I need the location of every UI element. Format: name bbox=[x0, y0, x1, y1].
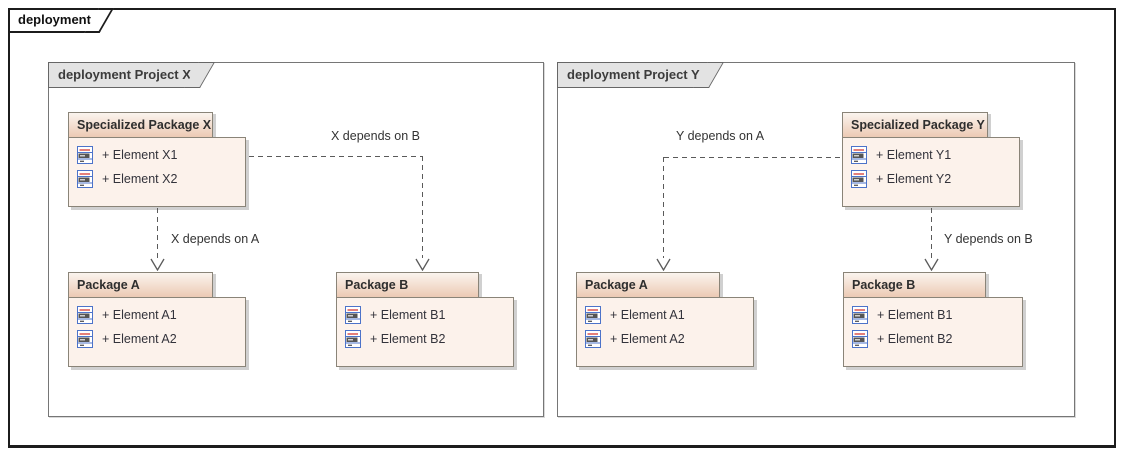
package-name: Specialized Package X bbox=[77, 118, 212, 132]
dependency-arrowhead-icon bbox=[656, 258, 671, 271]
element-row[interactable]: + Element B2 bbox=[345, 330, 513, 348]
element-row[interactable]: + Element A1 bbox=[585, 306, 753, 324]
package-body: + Element B1 + Element B2 bbox=[843, 297, 1023, 367]
package-b-x[interactable]: Package B + Element B1 + Element B2 bbox=[336, 272, 514, 367]
element-row[interactable]: + Element X2 bbox=[77, 170, 245, 188]
class-element-icon bbox=[852, 306, 868, 324]
class-element-icon bbox=[851, 146, 867, 164]
element-row[interactable]: + Element A1 bbox=[77, 306, 245, 324]
package-body: + Element A1 + Element A2 bbox=[576, 297, 754, 367]
element-label: + Element B2 bbox=[877, 332, 953, 346]
package-tab: Package A bbox=[576, 272, 720, 298]
element-row[interactable]: + Element B2 bbox=[852, 330, 1022, 348]
class-element-icon bbox=[852, 330, 868, 348]
package-name: Package B bbox=[345, 278, 409, 292]
element-row[interactable]: + Element X1 bbox=[77, 146, 245, 164]
deployment-frame: deployment bbox=[8, 8, 1116, 448]
package-specialized-package-x[interactable]: Specialized Package X + Element X1 + Ele… bbox=[68, 112, 246, 207]
dependency-arrowhead-icon bbox=[150, 258, 165, 271]
package-tab: Specialized Package X bbox=[68, 112, 213, 138]
frame-project-y-label: deployment Project Y bbox=[567, 67, 700, 82]
element-label: + Element Y2 bbox=[876, 172, 952, 186]
package-tab: Package A bbox=[68, 272, 213, 298]
package-name: Package A bbox=[585, 278, 648, 292]
connector-label: Y depends on B bbox=[944, 232, 1033, 246]
frame-project-x-tab[interactable]: deployment Project X bbox=[48, 62, 199, 88]
connector-y-depends-on-a-line-h[interactable] bbox=[664, 157, 841, 158]
connector-x-depends-on-b-line-v[interactable] bbox=[422, 156, 423, 258]
connector-label: X depends on B bbox=[331, 129, 420, 143]
package-specialized-package-y[interactable]: Specialized Package Y + Element Y1 + Ele… bbox=[842, 112, 1020, 207]
package-tab: Package B bbox=[843, 272, 986, 298]
element-row[interactable]: + Element B1 bbox=[852, 306, 1022, 324]
connector-x-depends-on-b-line-h[interactable] bbox=[249, 156, 423, 157]
package-name: Specialized Package Y bbox=[851, 118, 985, 132]
element-label: + Element B1 bbox=[370, 308, 446, 322]
element-label: + Element X1 bbox=[102, 148, 178, 162]
connector-label: Y depends on A bbox=[676, 129, 765, 143]
element-row[interactable]: + Element B1 bbox=[345, 306, 513, 324]
frame-project-y-tab[interactable]: deployment Project Y bbox=[557, 62, 708, 88]
element-label: + Element B1 bbox=[877, 308, 953, 322]
element-label: + Element A1 bbox=[102, 308, 177, 322]
package-a-x[interactable]: Package A + Element A1 + Element A2 bbox=[68, 272, 246, 367]
dependency-arrowhead-icon bbox=[415, 258, 430, 271]
element-label: + Element Y1 bbox=[876, 148, 952, 162]
package-body: + Element B1 + Element B2 bbox=[336, 297, 514, 367]
connector-x-depends-on-a-line[interactable] bbox=[157, 208, 158, 258]
package-body: + Element X1 + Element X2 bbox=[68, 137, 246, 207]
package-tab: Package B bbox=[336, 272, 479, 298]
frame-project-x-label: deployment Project X bbox=[58, 67, 191, 82]
package-tab: Specialized Package Y bbox=[842, 112, 988, 138]
element-row[interactable]: + Element Y1 bbox=[851, 146, 1019, 164]
element-row[interactable]: + Element Y2 bbox=[851, 170, 1019, 188]
connector-y-depends-on-a-line-v[interactable] bbox=[663, 157, 664, 258]
package-a-y[interactable]: Package A + Element A1 + Element A2 bbox=[576, 272, 754, 367]
dependency-arrowhead-icon bbox=[924, 258, 939, 271]
class-element-icon bbox=[345, 306, 361, 324]
element-label: + Element A2 bbox=[610, 332, 685, 346]
class-element-icon bbox=[77, 330, 93, 348]
package-name: Package A bbox=[77, 278, 140, 292]
class-element-icon bbox=[77, 170, 93, 188]
connector-y-depends-on-b-line[interactable] bbox=[931, 208, 932, 258]
deployment-frame-tab[interactable]: deployment bbox=[8, 8, 99, 33]
element-label: + Element X2 bbox=[102, 172, 178, 186]
class-element-icon bbox=[585, 330, 601, 348]
package-body: + Element A1 + Element A2 bbox=[68, 297, 246, 367]
connector-label: X depends on A bbox=[171, 232, 260, 246]
package-b-y[interactable]: Package B + Element B1 + Element B2 bbox=[843, 272, 1023, 367]
element-label: + Element A1 bbox=[610, 308, 685, 322]
package-body: + Element Y1 + Element Y2 bbox=[842, 137, 1020, 207]
class-element-icon bbox=[585, 306, 601, 324]
element-label: + Element B2 bbox=[370, 332, 446, 346]
package-name: Package B bbox=[852, 278, 916, 292]
class-element-icon bbox=[851, 170, 867, 188]
element-row[interactable]: + Element A2 bbox=[585, 330, 753, 348]
element-row[interactable]: + Element A2 bbox=[77, 330, 245, 348]
deployment-frame-label: deployment bbox=[18, 12, 91, 27]
class-element-icon bbox=[345, 330, 361, 348]
element-label: + Element A2 bbox=[102, 332, 177, 346]
class-element-icon bbox=[77, 146, 93, 164]
class-element-icon bbox=[77, 306, 93, 324]
